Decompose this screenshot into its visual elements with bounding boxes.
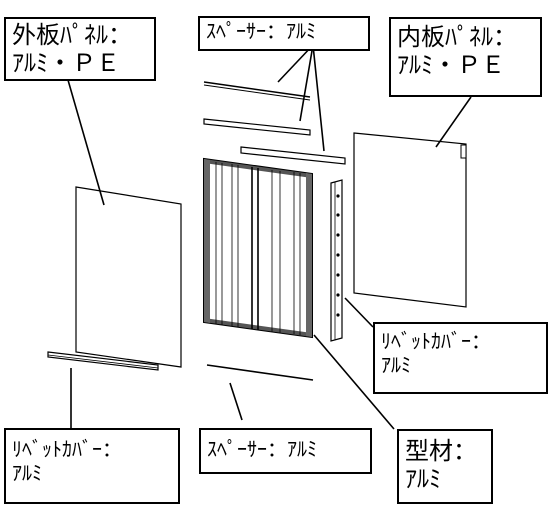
spacer-bottom-label-line1: ｽﾍﾟｰｻｰ：ｱﾙﾐ bbox=[207, 437, 317, 461]
outer-panel-label-line2: ｱﾙﾐ・ＰＥ bbox=[12, 49, 120, 78]
rivet-cover-right-label-line1: ﾘﾍﾞｯﾄｶﾊﾞｰ： bbox=[381, 329, 491, 353]
spacer-top-label-line1: ｽﾍﾟｰｻｰ：ｱﾙﾐ bbox=[206, 19, 316, 43]
rivet-cover-left-label-line1: ﾘﾍﾞｯﾄｶﾊﾞｰ： bbox=[12, 437, 122, 461]
rivet-cover-left-label-line2: ｱﾙﾐ bbox=[12, 460, 42, 485]
outer-panel-label: 外板ﾊﾟﾈﾙ： ｱﾙﾐ・ＰＥ bbox=[4, 17, 156, 81]
spacer-top-parts bbox=[203, 81, 346, 165]
inner-panel-label: 内板ﾊﾟﾈﾙ： ｱﾙﾐ・ＰＥ bbox=[389, 17, 542, 97]
rivet-cover-right-label-line2: ｱﾙﾐ bbox=[381, 352, 411, 377]
inner-panel-sheet bbox=[353, 132, 467, 308]
frame-label-line2: ｱﾙﾐ bbox=[405, 465, 441, 494]
outer-panel-label-line1: 外板ﾊﾟﾈﾙ： bbox=[12, 21, 132, 49]
spacer-bottom-part bbox=[206, 364, 314, 381]
spacer-bottom-label: ｽﾍﾟｰｻｰ：ｱﾙﾐ bbox=[199, 428, 372, 474]
spacer-top-label: ｽﾍﾟｰｻｰ：ｱﾙﾐ bbox=[198, 16, 370, 51]
rivet-cover-right-part bbox=[330, 179, 343, 342]
inner-panel-label-line1: 内板ﾊﾟﾈﾙ： bbox=[397, 23, 517, 51]
frame-extrusion bbox=[203, 157, 313, 339]
leader-lines bbox=[67, 44, 472, 430]
frame-label: 型材： ｱﾙﾐ bbox=[397, 429, 493, 504]
outer-panel-sheet bbox=[75, 186, 182, 368]
rivet-cover-right-label: ﾘﾍﾞｯﾄｶﾊﾞｰ： ｱﾙﾐ bbox=[373, 322, 548, 394]
rivet-cover-left-label: ﾘﾍﾞｯﾄｶﾊﾞｰ： ｱﾙﾐ bbox=[4, 428, 180, 504]
inner-panel-label-line2: ｱﾙﾐ・ＰＥ bbox=[397, 51, 505, 80]
frame-label-line1: 型材： bbox=[405, 437, 477, 465]
